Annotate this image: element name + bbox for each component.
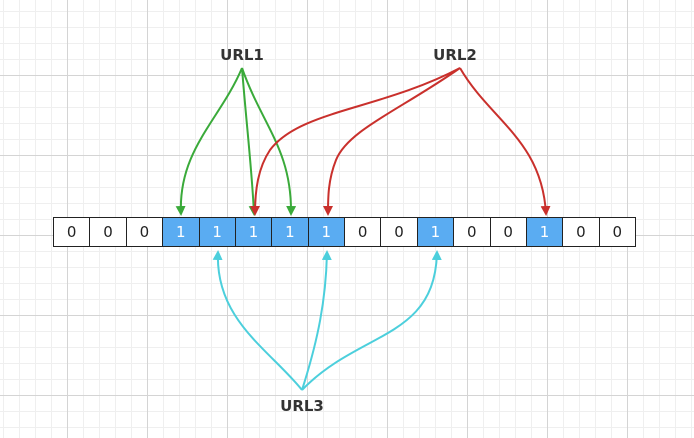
url3-arrow-to-bit-4 [212,250,303,391]
url3-label: URL3 [280,397,324,415]
bit-cell-5: 1 [235,218,273,246]
bit-cell-14: 0 [563,218,600,246]
url3-arrow-to-bit-7 [301,250,332,391]
bit-cell-3: 1 [163,218,200,246]
url3-arrows [212,250,442,391]
bit-cell-10: 1 [417,218,455,246]
bit-cell-0: 0 [54,218,91,246]
bit-cell-7: 1 [308,218,345,246]
url2-arrows [250,67,551,216]
bit-cell-1: 0 [90,218,127,246]
url2-label: URL2 [433,46,477,64]
bit-cell-13: 1 [526,218,564,246]
bit-cell-6: 1 [272,218,309,246]
url3-arrow-to-bit-10 [301,250,442,391]
bit-cell-4: 1 [199,218,236,246]
url1-arrow-to-bit-3 [175,67,243,216]
url2-arrow-to-bit-5 [250,67,461,216]
bit-cell-11: 0 [454,218,491,246]
bit-cell-9: 0 [381,218,418,246]
url1-label: URL1 [220,46,264,64]
url1-arrows [175,67,297,216]
url1-arrow-to-bit-6 [241,67,297,216]
bit-cell-12: 0 [490,218,527,246]
bit-cell-15: 0 [599,218,635,246]
bit-cell-2: 0 [126,218,164,246]
bit-cell-8: 0 [345,218,382,246]
url1-arrow-to-bit-5 [241,67,259,216]
url2-arrow-to-bit-7 [323,67,461,216]
url2-arrow-to-bit-13 [459,67,551,216]
